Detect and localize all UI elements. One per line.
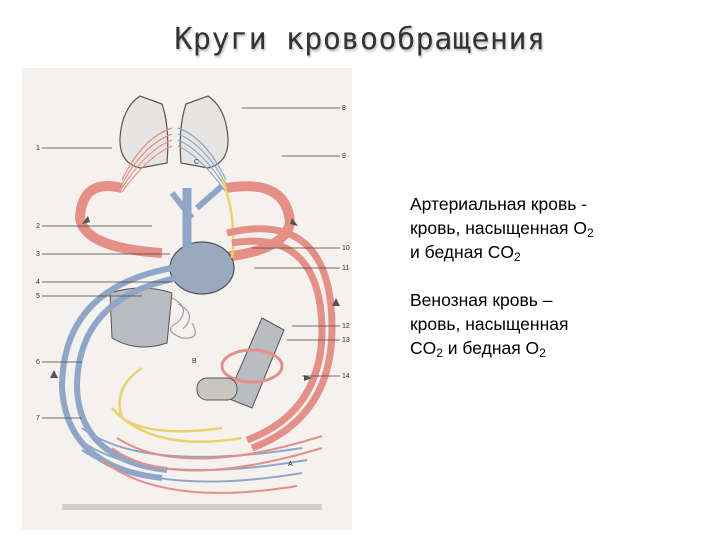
liver bbox=[110, 288, 172, 347]
intestine bbox=[197, 378, 237, 400]
label-6: 6 bbox=[36, 359, 40, 366]
label-7: 7 bbox=[36, 415, 40, 422]
arterial-definition: Артериальная кровь - кровь, насыщенная O… bbox=[410, 192, 710, 264]
letter-a: A bbox=[288, 461, 293, 468]
label-10: 10 bbox=[342, 245, 350, 252]
label-9: 9 bbox=[342, 153, 346, 160]
label-11: 11 bbox=[342, 265, 349, 272]
letter-c: C bbox=[194, 159, 199, 166]
circulation-diagram: 1 2 3 4 5 6 7 8 9 10 11 12 13 14 C B A bbox=[22, 68, 352, 530]
label-13: 13 bbox=[342, 337, 350, 344]
venous-definition: Венозная кровь – кровь, насыщенная CO2 и… bbox=[410, 288, 710, 360]
page-title: Круги кровообращения bbox=[0, 22, 720, 57]
label-2: 2 bbox=[36, 223, 40, 230]
definitions: Артериальная кровь - кровь, насыщенная O… bbox=[410, 192, 710, 384]
letter-b: B bbox=[192, 358, 197, 365]
caption-strip bbox=[62, 504, 322, 510]
label-4: 4 bbox=[36, 279, 40, 286]
label-12: 12 bbox=[342, 323, 350, 330]
label-14: 14 bbox=[342, 373, 350, 380]
label-3: 3 bbox=[36, 251, 40, 258]
label-5: 5 bbox=[36, 293, 40, 300]
label-1: 1 bbox=[36, 145, 40, 152]
label-8: 8 bbox=[342, 105, 346, 112]
